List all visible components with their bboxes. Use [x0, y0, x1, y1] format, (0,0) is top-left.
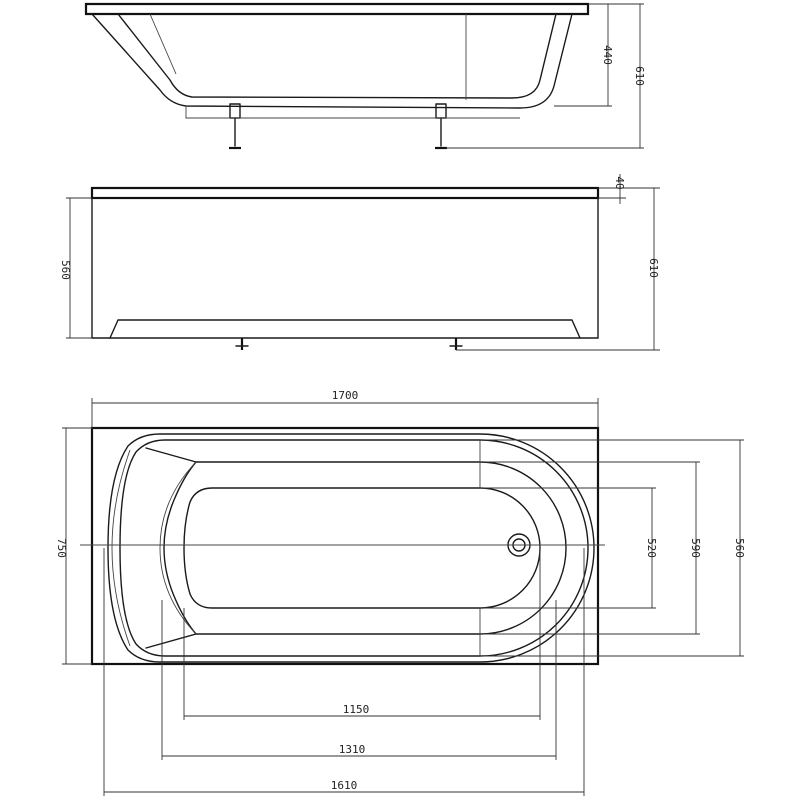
dim-label-overall-length: 1700	[332, 389, 359, 402]
dim-label-panel-height: 560	[59, 260, 72, 280]
panel-recess	[109, 319, 581, 339]
dim-label-top-length: 1610	[331, 779, 358, 792]
dim-label-front-total-height: 610	[647, 258, 660, 278]
head-shell-line	[159, 461, 197, 635]
dim-label-mid-length: 1310	[339, 743, 366, 756]
tub-outer-shell	[91, 13, 573, 109]
plan-view: 1700 750 520 590 560 1150 1310 1610	[55, 389, 746, 796]
dim-label-inner-mid-width: 590	[689, 538, 702, 558]
foot-left	[235, 338, 249, 350]
tub-inner-shell	[117, 13, 557, 99]
basin-floor-contour	[183, 487, 541, 609]
dim-label-rim: 40	[613, 176, 626, 189]
backrest-outline	[145, 447, 197, 649]
outer-rim-rectangle	[90, 426, 600, 666]
dim-label-total-height: 610	[633, 66, 646, 86]
front-rim	[90, 186, 600, 200]
end-section-view: 440 610	[84, 2, 646, 150]
foot-right	[449, 338, 463, 350]
dim-label-bottom-length: 1150	[343, 703, 370, 716]
basin-mid-contour	[195, 461, 567, 635]
dim-label-overall-width: 750	[55, 538, 68, 558]
rim-edge	[84, 2, 590, 16]
head-shell-line	[111, 449, 131, 647]
dim-label-inner-bottom-width: 520	[645, 538, 658, 558]
dim-label-inner-depth: 440	[601, 45, 614, 65]
dim-label-inner-top-width: 560	[733, 538, 746, 558]
inner-contour-line	[149, 13, 177, 75]
basin-second-contour	[119, 439, 589, 657]
leg-left	[229, 103, 241, 150]
leg-right	[435, 103, 447, 150]
front-panel-view: 560 40 610	[59, 174, 660, 351]
basin-outer-contour	[107, 433, 595, 663]
